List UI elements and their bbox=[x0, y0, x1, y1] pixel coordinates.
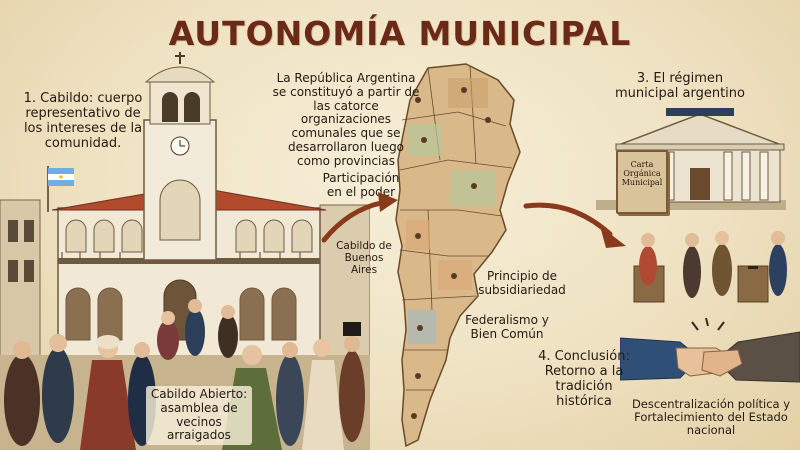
page-title: AUTONOMÍA MUNICIPAL bbox=[168, 14, 632, 53]
intro-text: La República Argentina se constituyó a p… bbox=[272, 71, 420, 168]
argentina-flag-icon bbox=[47, 166, 74, 212]
book-label: Carta Orgánica Municipal bbox=[621, 160, 663, 188]
section1-text: 1. Cabildo: cuerpo representativo de los… bbox=[23, 91, 143, 151]
label-participacion: Participación en el poder bbox=[322, 171, 400, 199]
label-subsidiariedad: Principio de subsidiariedad bbox=[478, 269, 566, 297]
handshake-icon bbox=[620, 318, 800, 383]
arrow-right-icon bbox=[523, 202, 626, 248]
cabildo-abierto-text: Cabildo Abierto: asamblea de vecinos arr… bbox=[146, 386, 252, 446]
cabildo-illustration bbox=[0, 52, 370, 450]
carta-organica-book: Carta Orgánica Municipal bbox=[616, 150, 668, 214]
voting-illustration bbox=[633, 231, 787, 303]
closing-text: Descentralización política y Fortalecimi… bbox=[631, 397, 791, 438]
section4-text: 4. Conclusión: Retorno a la tradición hi… bbox=[538, 349, 630, 409]
section3-title: 3. El régimen municipal argentino bbox=[615, 71, 745, 101]
label-federalismo: Federalismo y Bien Común bbox=[465, 313, 549, 341]
arrow-right-icon bbox=[321, 192, 398, 243]
argentina-map bbox=[395, 63, 521, 448]
label-cabildo-ba: Cabildo de Buenos Aires bbox=[336, 240, 392, 277]
